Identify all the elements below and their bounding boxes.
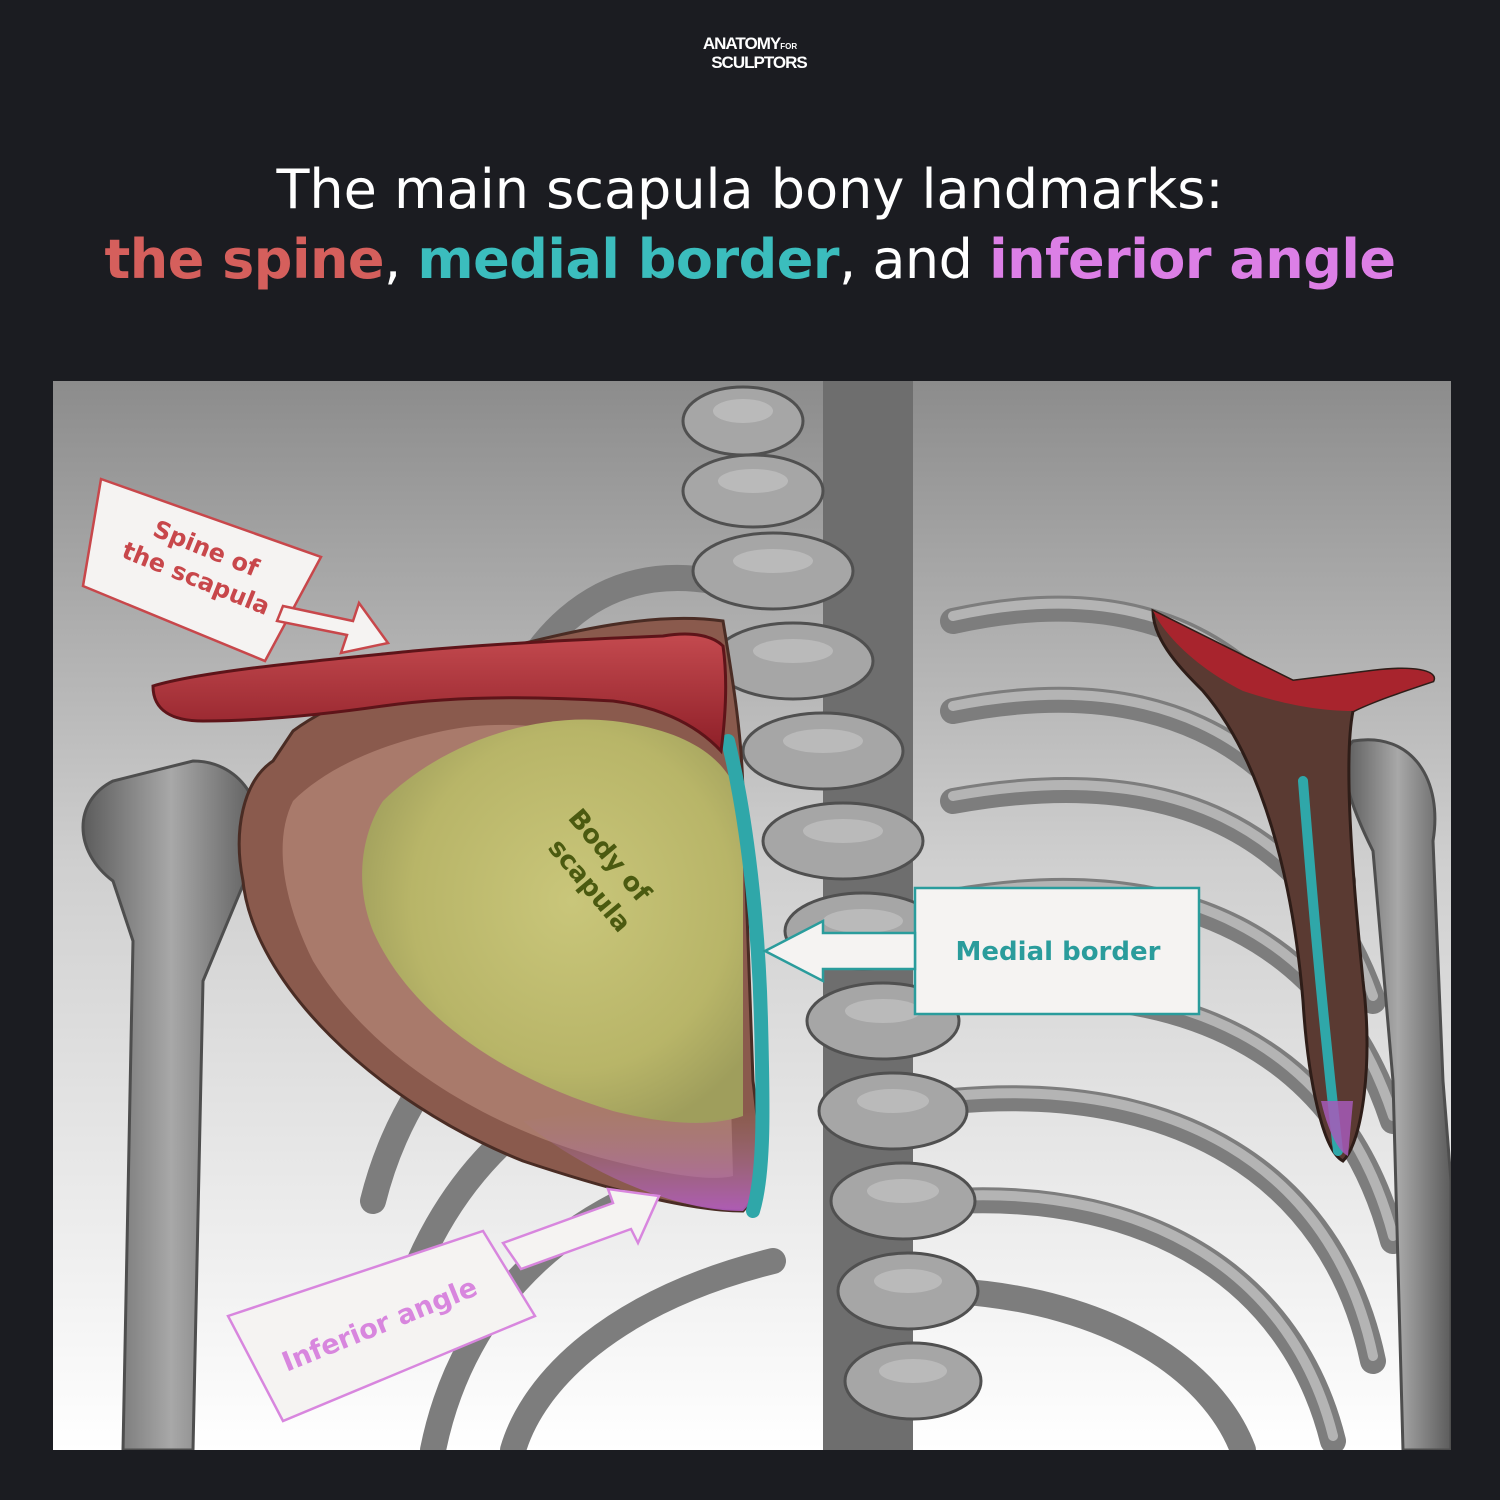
scapula-inferior-angle: [523, 1111, 763, 1211]
scapula-right: [1151, 608, 1436, 1163]
subtitle-medial: medial border: [417, 228, 839, 291]
medial-label-box: [913, 886, 1201, 1016]
scapula-spine: [151, 632, 728, 755]
page-title: The main scapula bony landmarks:: [276, 158, 1224, 221]
skeleton-render: Spine of the scapula Body of scapula Med…: [53, 381, 1451, 1450]
spine-arrow: [275, 600, 391, 655]
spine-callout: Spine of the scapula: [81, 477, 391, 663]
subtitle-spine: the spine: [104, 228, 385, 291]
logo-text-sculptors: SCULPTORS: [711, 53, 808, 72]
vertebral-column: [681, 381, 983, 1450]
anatomy-illustration: Spine of the scapula Body of scapula Med…: [53, 381, 1451, 1450]
brand-logo: ANATOMYFOR SCULPTORS: [0, 34, 1500, 72]
logo-text-anatomy: ANATOMY: [702, 34, 781, 53]
subtitle-inferior: inferior angle: [989, 228, 1396, 291]
medial-arrow: [762, 918, 917, 984]
logo-text-for: FOR: [780, 42, 798, 51]
spine-label-box: [81, 477, 323, 663]
medial-label: Medial border: [956, 937, 1161, 967]
scapula-body: [362, 719, 743, 1123]
page-subtitle: the spine, medial border, and inferior a…: [0, 228, 1500, 291]
inferior-arrow: [501, 1187, 661, 1271]
subtitle-sep1: ,: [384, 228, 418, 291]
medial-callout: Medial border: [762, 886, 1201, 1016]
humerus-left: [81, 759, 261, 1450]
subtitle-sep2: , and: [839, 228, 990, 291]
scapula-medial-border: [721, 734, 770, 1218]
inferior-label-box: [226, 1229, 537, 1423]
